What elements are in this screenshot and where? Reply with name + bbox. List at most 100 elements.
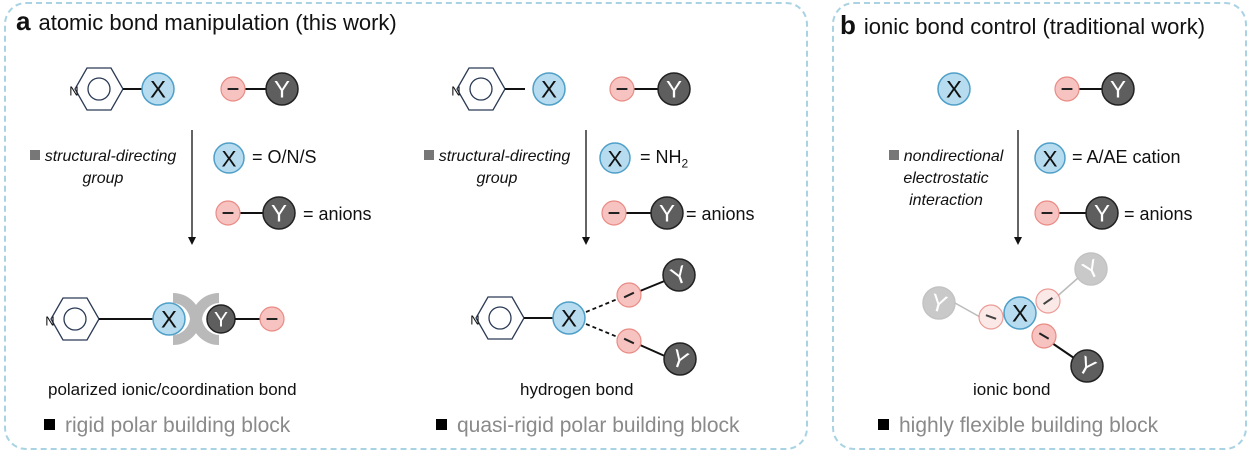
x-atom-legend: X xyxy=(599,142,631,174)
minus-sign xyxy=(1038,332,1050,340)
x-definition-a-left: = O/N/S xyxy=(252,147,317,167)
pyridine-a-right-product: N xyxy=(470,296,525,340)
x-atom-circle xyxy=(532,72,566,106)
aromatic-circle xyxy=(469,77,493,101)
y-atom-circle xyxy=(265,72,299,106)
reaction-arrow-a-left-head xyxy=(188,237,196,245)
nitrogen-label: N xyxy=(470,313,479,328)
minus-atom xyxy=(220,76,246,102)
y-atom-product: Y xyxy=(1070,349,1104,383)
x-atom-label: X xyxy=(607,147,622,172)
pyridine-ring xyxy=(50,297,100,341)
y-definition-b: = anions xyxy=(1124,204,1193,224)
minus-atom-product xyxy=(1031,323,1057,349)
x-atom-product: X xyxy=(552,301,586,335)
x-atom-circle xyxy=(1034,142,1066,174)
x-atom: X xyxy=(937,72,971,106)
x-atom-legend: X xyxy=(213,142,245,174)
summary-a-left: rigid polar building block xyxy=(44,414,290,438)
x-atom-circle xyxy=(1003,296,1037,330)
bullet-square-icon xyxy=(888,149,899,160)
bond-caption-a-right: hydrogen bond xyxy=(520,380,634,399)
y-atom: Y xyxy=(657,72,691,106)
minus-atom xyxy=(609,76,635,102)
y-atom-label: Y xyxy=(274,77,290,104)
x-atom-circle xyxy=(599,142,631,174)
minus-atom xyxy=(1054,76,1080,102)
x-atom-product: X xyxy=(1003,296,1037,330)
y-atom-label: Y xyxy=(666,77,682,104)
panel-a-title-text: atomic bond manipulation (this work) xyxy=(38,10,397,35)
y-atom-circle xyxy=(657,72,691,106)
x-atom-label: X xyxy=(561,306,577,333)
bullet-square-icon xyxy=(878,418,889,430)
x-atom-product: X xyxy=(152,302,186,336)
x-atom-label: X xyxy=(541,77,557,104)
y-atom-circle xyxy=(662,258,696,292)
minus-atom-legend xyxy=(215,200,241,226)
y-atom-legend: Y xyxy=(1085,196,1119,230)
minus-atom-product xyxy=(259,306,285,332)
bond-caption-a-left: polarized ionic/coordination bond xyxy=(48,380,297,399)
x-atom-label: X xyxy=(150,77,166,104)
pyridine-a-right-top: N xyxy=(451,67,506,111)
bullet-square-icon xyxy=(423,149,434,160)
minus-atom-legend xyxy=(1034,200,1060,226)
y-definition-a-left: = anions xyxy=(303,204,372,224)
minus-sign xyxy=(1043,297,1053,305)
y-atom-circle xyxy=(650,196,684,230)
minus-sign xyxy=(985,314,997,320)
summary-b: highly flexible building block xyxy=(878,414,1158,438)
minus-atom-product xyxy=(616,282,642,308)
y-atom-faded: Y xyxy=(1074,252,1108,286)
y-atom-label: Y xyxy=(659,201,675,228)
y-atom-label: Y xyxy=(1094,201,1110,228)
x-atom-circle xyxy=(152,302,186,336)
x-atom-legend: X xyxy=(1034,142,1066,174)
y-atom-circle xyxy=(1070,349,1104,383)
pyridine-ring xyxy=(74,67,124,111)
reaction-arrow-b-head xyxy=(1014,237,1022,245)
bond xyxy=(639,344,668,358)
x-atom-label: X xyxy=(221,147,236,172)
x-definition-a-right: = NH2 xyxy=(640,147,689,171)
y-definition-a-right: = anions xyxy=(686,204,755,224)
y-atom-product: Y xyxy=(663,342,697,376)
bullet-square-icon xyxy=(44,418,55,430)
bond xyxy=(639,279,668,292)
x-atom: X xyxy=(532,72,566,106)
bullet-square-icon xyxy=(29,149,40,160)
x-atom-circle xyxy=(141,72,175,106)
panel-b-label: b xyxy=(840,10,856,40)
y-atom-label: Y xyxy=(214,309,228,332)
hydrogen-bond-dashed xyxy=(585,297,621,313)
y-atom-circle xyxy=(1074,252,1108,286)
minus-atom-faded xyxy=(1035,288,1061,314)
coordination-cup-right xyxy=(191,292,219,346)
y-atom-label: Y xyxy=(271,201,287,228)
minus-sign xyxy=(623,337,635,345)
y-atom-circle xyxy=(1101,72,1135,106)
y-atom-legend: Y xyxy=(650,196,684,230)
nitrogen-label: N xyxy=(69,84,78,99)
coordination-cup-left xyxy=(173,292,201,346)
y-atom-circle xyxy=(1085,196,1119,230)
x-atom-circle xyxy=(937,72,971,106)
bullet-square-icon xyxy=(436,418,447,430)
aromatic-circle xyxy=(87,77,111,101)
bond-caption-b: ionic bond xyxy=(973,380,1051,399)
x-atom-label: X xyxy=(161,307,177,334)
y-atom-label: Y xyxy=(1110,77,1126,104)
pyridine-ring xyxy=(475,296,525,340)
y-atom-faded: Y xyxy=(922,286,956,320)
reaction-arrow-a-right-head xyxy=(582,237,590,245)
aromatic-circle xyxy=(488,306,512,330)
nitrogen-label: N xyxy=(451,84,460,99)
minus-atom-legend xyxy=(601,200,627,226)
summary-a-right: quasi-rigid polar building block xyxy=(436,414,740,438)
y-atom-legend: Y xyxy=(262,196,296,230)
